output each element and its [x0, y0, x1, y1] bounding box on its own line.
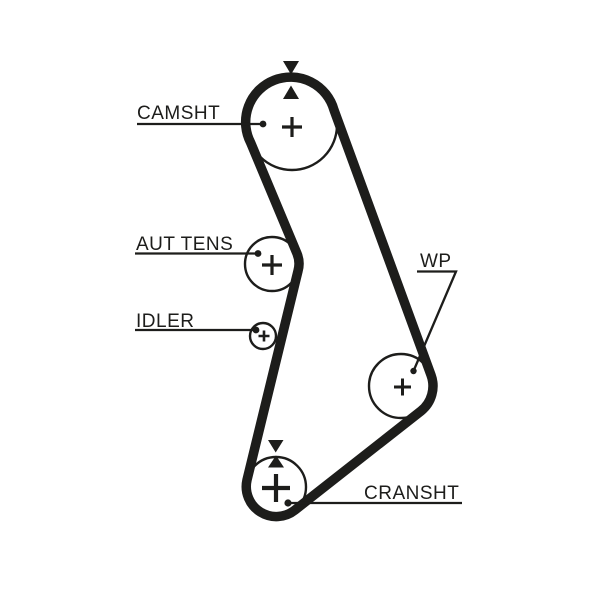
tensioner-center-crosshair-icon	[262, 255, 282, 275]
camshaft-center-crosshair-icon	[282, 117, 302, 137]
water-pump-center-crosshair-icon	[394, 378, 411, 396]
crankshaft-timing-mark-down-icon	[268, 440, 284, 453]
water-pump-leader-dot	[410, 367, 417, 375]
water-pump-label: WP	[420, 251, 452, 272]
crankshaft-leader-dot	[284, 499, 292, 507]
camshaft-leader-dot	[259, 120, 267, 128]
idler-leader-dot	[252, 326, 260, 334]
camshaft-timing-mark-down-icon	[283, 61, 299, 75]
crankshaft-center-crosshair-icon	[262, 474, 290, 502]
tensioner-leader-dot	[254, 250, 262, 257]
idler-label: IDLER	[136, 311, 194, 332]
water-pump-leader-line	[412, 270, 458, 372]
camshaft-label: CAMSHT	[137, 103, 220, 124]
idler-pulley	[248, 321, 278, 351]
camshaft-timing-mark-up-icon	[283, 85, 299, 99]
crankshaft-label: CRANSHT	[364, 483, 459, 504]
crankshaft-timing-mark-up-icon	[268, 455, 284, 468]
tensioner-label: AUT TENS	[136, 234, 233, 255]
timing-belt	[240, 72, 438, 522]
idler-center-crosshair-icon	[258, 330, 270, 342]
